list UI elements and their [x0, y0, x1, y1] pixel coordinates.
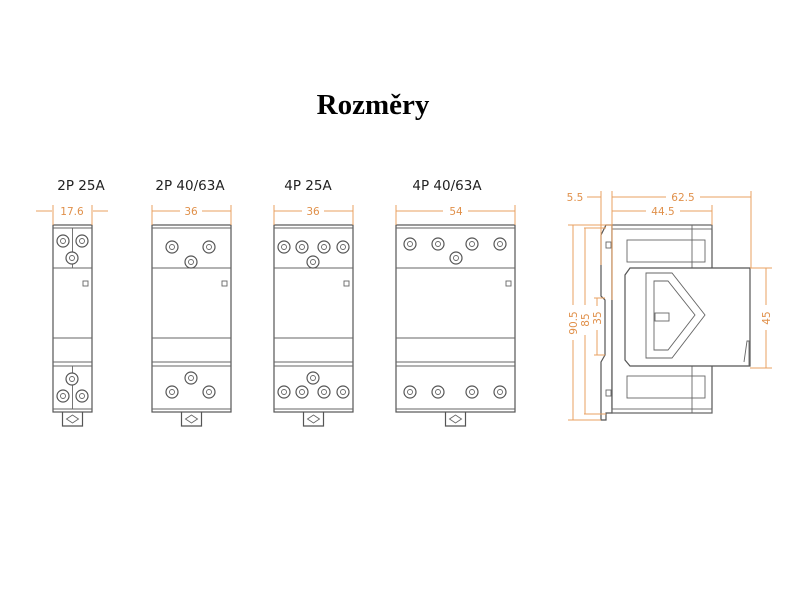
din-clip	[444, 412, 467, 427]
model-label-4p-25a: 4P 25A	[284, 178, 332, 194]
svg-text:85: 85	[580, 313, 592, 326]
svg-text:36: 36	[184, 206, 198, 218]
screw-icon	[202, 240, 216, 254]
svg-text:5.5: 5.5	[567, 192, 584, 204]
screw-icon	[65, 372, 79, 386]
side-view	[600, 224, 751, 421]
svg-text:90.5: 90.5	[568, 311, 580, 334]
screw-icon	[184, 371, 198, 385]
svg-text:44.5: 44.5	[651, 206, 674, 218]
screw-icon	[336, 240, 350, 254]
screw-icon	[277, 385, 291, 399]
width-dim-2p-40-63a: 36	[151, 205, 232, 225]
screw-icon	[336, 385, 350, 399]
screw-icon	[317, 240, 331, 254]
svg-text:45: 45	[761, 311, 773, 324]
screw-icon	[306, 371, 320, 385]
screw-icon	[165, 385, 179, 399]
device-front-view-1	[151, 224, 232, 427]
screw-icon	[493, 385, 507, 399]
screw-icon	[403, 237, 417, 251]
screw-icon	[202, 385, 216, 399]
model-label-2p-25a: 2P 25A	[57, 178, 105, 194]
svg-text:35: 35	[592, 311, 604, 324]
screw-icon	[431, 385, 445, 399]
svg-text:17.6: 17.6	[60, 206, 84, 218]
din-clip	[180, 412, 203, 427]
screw-icon	[295, 385, 309, 399]
svg-text:36: 36	[306, 206, 320, 218]
width-dim-2p-25a: 17.6	[36, 205, 108, 225]
device-front-view-2	[273, 224, 354, 427]
page-title: Rozměry	[317, 89, 430, 121]
model-label-2p-40-63a: 2P 40/63A	[155, 178, 225, 194]
indicator-window	[343, 280, 350, 287]
screw-icon	[465, 385, 479, 399]
screw-icon	[277, 240, 291, 254]
width-dim-4p-25a: 36	[273, 205, 354, 225]
screw-icon	[465, 237, 479, 251]
screw-icon	[56, 234, 70, 248]
device-front-view-3	[395, 224, 516, 427]
screw-icon	[165, 240, 179, 254]
screw-icon	[493, 237, 507, 251]
screw-icon	[449, 251, 463, 265]
screw-icon	[65, 251, 79, 265]
screw-icon	[75, 234, 89, 248]
model-label-4p-40-63a: 4P 40/63A	[412, 178, 482, 194]
screw-icon	[75, 389, 89, 403]
din-clip	[61, 412, 84, 427]
screw-icon	[431, 237, 445, 251]
side-dimensions: 5.5 62.5 44.5 90.5 85 35 45	[567, 191, 773, 421]
svg-text:62.5: 62.5	[671, 192, 694, 204]
indicator-window	[82, 280, 89, 287]
screw-icon	[306, 255, 320, 269]
din-clip	[302, 412, 325, 427]
indicator-window	[505, 280, 512, 287]
screw-icon	[403, 385, 417, 399]
device-front-view-0	[52, 224, 93, 427]
screw-icon	[295, 240, 309, 254]
svg-text:54: 54	[449, 206, 463, 218]
screw-icon	[184, 255, 198, 269]
screw-icon	[317, 385, 331, 399]
indicator-window	[221, 280, 228, 287]
screw-icon	[56, 389, 70, 403]
width-dim-4p-40-63a: 54	[395, 205, 516, 225]
